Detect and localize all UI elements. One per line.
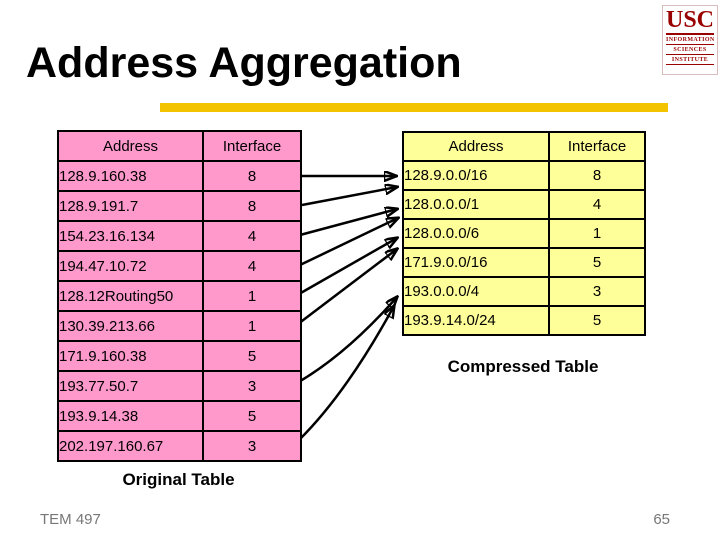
- interface-cell: 5: [548, 247, 646, 278]
- address-cell: 128.9.160.38: [57, 160, 204, 192]
- interface-cell: 1: [202, 310, 302, 342]
- interface-cell: 3: [548, 276, 646, 307]
- address-cell: 202.197.160.67: [57, 430, 204, 462]
- interface-cell: 3: [202, 370, 302, 402]
- compressed-table-caption: Compressed Table: [447, 357, 599, 376]
- interface-cell: 5: [202, 400, 302, 432]
- interface-cell: 4: [202, 220, 302, 252]
- mapping-arrow: [298, 238, 397, 296]
- footer-course-label: TEM 497: [40, 511, 101, 528]
- mapping-arrow: [299, 218, 398, 267]
- address-column-header: Address: [57, 130, 204, 162]
- address-column-header: Address: [402, 131, 550, 162]
- mapping-arrow: [297, 249, 397, 325]
- interface-cell: 8: [202, 160, 302, 192]
- address-cell: 154.23.16.134: [57, 220, 204, 252]
- title-accent-bar: [160, 103, 668, 112]
- mapping-arrow: [296, 297, 397, 385]
- original-table-caption: Original Table: [122, 470, 235, 489]
- address-cell: 193.0.0.0/4: [402, 276, 550, 307]
- address-cell: 171.9.0.0/16: [402, 247, 550, 278]
- slide-title: Address Aggregation: [26, 39, 462, 87]
- interface-cell: 5: [202, 340, 302, 372]
- address-cell: 128.9.191.7: [57, 190, 204, 222]
- page-number: 65: [653, 511, 670, 528]
- interface-cell: 1: [548, 218, 646, 249]
- interface-cell: 3: [202, 430, 302, 462]
- interface-cell: 5: [548, 305, 646, 336]
- address-cell: 128.0.0.0/1: [402, 189, 550, 220]
- usc-logo-line-1: INFORMATION: [666, 37, 714, 45]
- table-header-row: Address Interface: [402, 131, 646, 162]
- table-header-row: Address Interface: [57, 130, 302, 162]
- usc-logo-acronym: USC: [666, 7, 715, 35]
- usc-isi-logo: USC INFORMATION SCIENCES INSTITUTE: [662, 5, 718, 75]
- interface-cell: 4: [202, 250, 302, 282]
- address-cell: 128.12Routing50: [57, 280, 204, 312]
- interface-cell: 8: [202, 190, 302, 222]
- address-cell: 193.9.14.38: [57, 400, 204, 432]
- address-cell: 130.39.213.66: [57, 310, 204, 342]
- mapping-arrow: [301, 187, 397, 207]
- usc-logo-line-2: SCIENCES: [666, 45, 714, 55]
- interface-column-header: Interface: [548, 131, 646, 162]
- mapping-arrow: [299, 209, 397, 237]
- address-cell: 194.47.10.72: [57, 250, 204, 282]
- address-cell: 193.77.50.7: [57, 370, 204, 402]
- mapping-arrow: [298, 306, 394, 441]
- address-cell: 128.0.0.0/6: [402, 218, 550, 249]
- interface-cell: 8: [548, 160, 646, 191]
- address-cell: 171.9.160.38: [57, 340, 204, 372]
- interface-cell: 1: [202, 280, 302, 312]
- address-cell: 128.9.0.0/16: [402, 160, 550, 191]
- usc-logo-line-3: INSTITUTE: [666, 55, 714, 65]
- interface-cell: 4: [548, 189, 646, 220]
- address-cell: 193.9.14.0/24: [402, 305, 550, 336]
- interface-column-header: Interface: [202, 130, 302, 162]
